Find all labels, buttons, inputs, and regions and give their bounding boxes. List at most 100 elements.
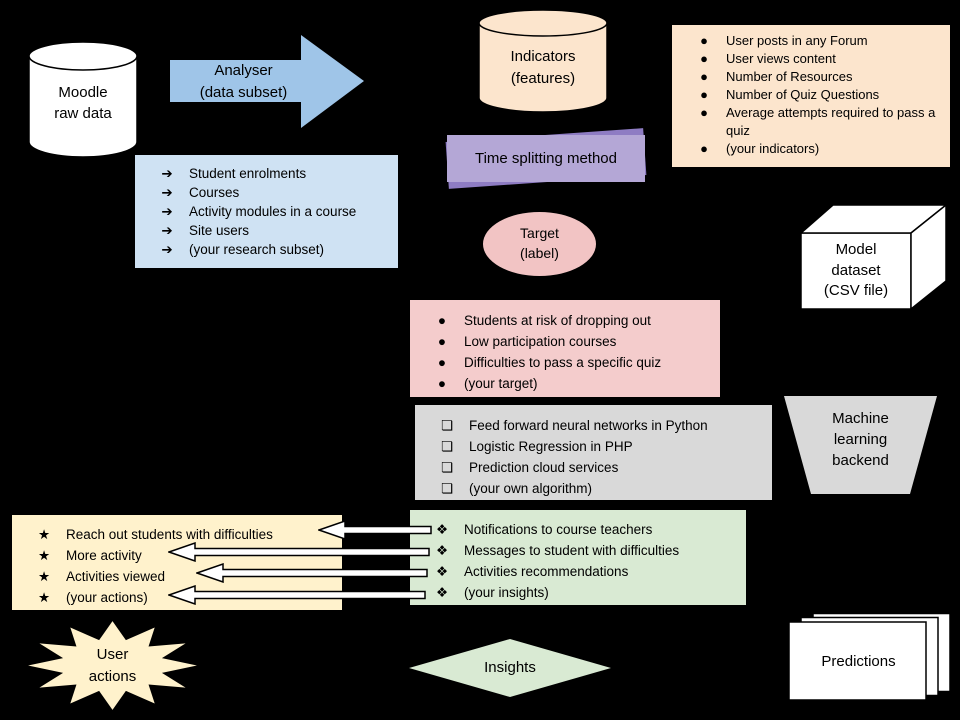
indicators-list: ● User posts in any Forum ● User views con… (672, 25, 950, 167)
list-item: ● Low participation courses (420, 331, 712, 352)
checkbox-bullet-icon: ❏ (440, 481, 454, 496)
insight-to-action-arrow (196, 563, 429, 583)
checkbox-bullet-icon: ❏ (440, 439, 454, 454)
diamond-bullet-icon: ❖ (435, 543, 449, 558)
indicators-shape: Indicators (features) (478, 8, 608, 113)
checkbox-bullet-icon: ❏ (440, 460, 454, 475)
insights-list: ❖ Notifications to course teachers ❖ Messa… (410, 510, 746, 605)
database-cylinder-icon (28, 41, 138, 158)
list-item: ❏Feed forward neural networks in Python (425, 415, 764, 436)
diamond-bullet-icon: ❖ (435, 522, 449, 537)
list-item: ★Reach out students with difficulties (22, 524, 334, 545)
list-item-label: Courses (189, 185, 240, 200)
starburst-icon (28, 621, 197, 710)
arrow-bullet-icon: ➔ (161, 204, 173, 219)
left-arrow-icon (196, 563, 428, 583)
list-item-label: More activity (66, 548, 142, 563)
dot-bullet-icon: ● (700, 51, 708, 66)
list-item-label: User posts in any Forum (726, 33, 868, 48)
list-item: ● User views content (682, 50, 942, 68)
dot-bullet-icon: ● (437, 334, 447, 349)
algorithms-list: ❏Feed forward neural networks in Python … (415, 405, 772, 500)
model-dataset-shape: Model dataset (CSV file) (800, 203, 948, 311)
list-item-label: Difficulties to pass a specific quiz (464, 355, 662, 370)
list-item: ➔Site users (145, 221, 390, 240)
star-bullet-icon: ★ (37, 569, 51, 584)
dot-bullet-icon: ● (700, 105, 708, 120)
left-arrow-icon (168, 542, 430, 562)
time-splitting-shape: Time splitting method (445, 128, 647, 189)
insight-to-action-arrow (168, 542, 431, 562)
list-item-label: Number of Quiz Questions (726, 87, 880, 102)
list-item: ● (your indicators) (682, 140, 942, 158)
list-item-label: Students at risk of dropping out (464, 313, 651, 328)
user-actions-label: User actions (88, 646, 137, 685)
list-item: ❖ (your insights) (420, 582, 738, 603)
list-item: ❏(your own algorithm) (425, 478, 764, 499)
star-bullet-icon: ★ (37, 548, 51, 563)
dot-bullet-icon: ● (437, 313, 447, 328)
list-item-label: Number of Resources (726, 69, 853, 84)
list-item: ❖ Messages to student with difficulties (420, 540, 738, 561)
list-item: ★ (your actions) (22, 587, 334, 608)
list-item-label: Student enrolments (189, 166, 307, 181)
list-item: ●Number of Resources (682, 68, 942, 86)
list-item: ➔Activity modules in a course (145, 202, 390, 221)
left-arrow-icon (318, 520, 432, 540)
predictions-shape: Predictions (788, 612, 953, 702)
arrow-bullet-icon: ➔ (161, 242, 173, 257)
arrow-bullet-icon: ➔ (161, 166, 173, 181)
list-item-label: Average attempts required to pass a quiz (726, 105, 936, 138)
insight-to-action-arrow (168, 585, 427, 605)
left-arrow-icon (168, 585, 426, 605)
list-item-label: (your actions) (66, 590, 148, 605)
insight-to-action-arrow (318, 520, 433, 540)
star-bullet-icon: ★ (37, 527, 51, 542)
list-item: ● Number of Quiz Questions (682, 86, 942, 104)
arrow-bullet-icon: ➔ (161, 185, 173, 200)
dot-bullet-icon: ● (700, 33, 708, 48)
insights-shape: Insights (408, 638, 612, 698)
cube-icon (800, 203, 948, 311)
list-item: ❖ Notifications to course teachers (420, 519, 738, 540)
list-item: ❏ Logistic Regression in PHP (425, 436, 764, 457)
list-item-label: Notifications to course teachers (464, 522, 653, 537)
arrow-bullet-icon: ➔ (161, 223, 173, 238)
insights-label: Insights (484, 659, 536, 677)
star-bullet-icon: ★ (37, 590, 51, 605)
moodle-raw-data-shape: Moodle raw data (28, 40, 138, 158)
data-subset-list: ➔ Student enrolments ➔ Courses ➔Activity m… (135, 155, 398, 268)
ml-backend-shape: Machine learning backend (783, 395, 938, 495)
stacked-pages-icon (788, 612, 951, 701)
list-item-label: Logistic Regression in PHP (469, 439, 633, 454)
list-item-label: Low participation courses (464, 334, 617, 349)
list-item: ● (your target) (420, 373, 712, 394)
ml-backend-label: Machine learning backend (832, 409, 889, 469)
list-item-label: Activities viewed (66, 569, 166, 584)
list-item: ● User posts in any Forum (682, 32, 942, 50)
list-item: ★ More activity (22, 545, 334, 566)
list-item-label: (your indicators) (726, 141, 820, 156)
list-item-label: User views content (726, 51, 836, 66)
list-item-label: (your insights) (464, 585, 549, 600)
list-item-label: (your research subset) (189, 242, 325, 257)
model-dataset-label: Model dataset (CSV file) (823, 240, 889, 300)
right-arrow-icon (170, 35, 364, 128)
list-item-label: Messages to student with difficulties (464, 543, 680, 558)
dot-bullet-icon: ● (700, 87, 708, 102)
dot-bullet-icon: ● (437, 376, 447, 391)
analyser-arrow-shape: Analyser (data subset) (170, 33, 365, 130)
target-shape: Target (label) (483, 212, 596, 276)
analyser-label: Analyser (data subset) (199, 62, 288, 101)
dot-bullet-icon: ● (700, 141, 708, 156)
list-item: ● Difficulties to pass a specific quiz (420, 352, 712, 373)
dot-bullet-icon: ● (437, 355, 447, 370)
list-item-label: Prediction cloud services (469, 460, 619, 475)
list-item-label: (your target) (464, 376, 538, 391)
list-item: ★ Activities viewed (22, 566, 334, 587)
time-splitting-label: Time splitting method (447, 135, 645, 182)
predictions-label: Predictions (821, 653, 896, 671)
diamond-bullet-icon: ❖ (435, 585, 449, 600)
diamond-icon (409, 639, 611, 697)
checkbox-bullet-icon: ❏ (440, 418, 454, 433)
